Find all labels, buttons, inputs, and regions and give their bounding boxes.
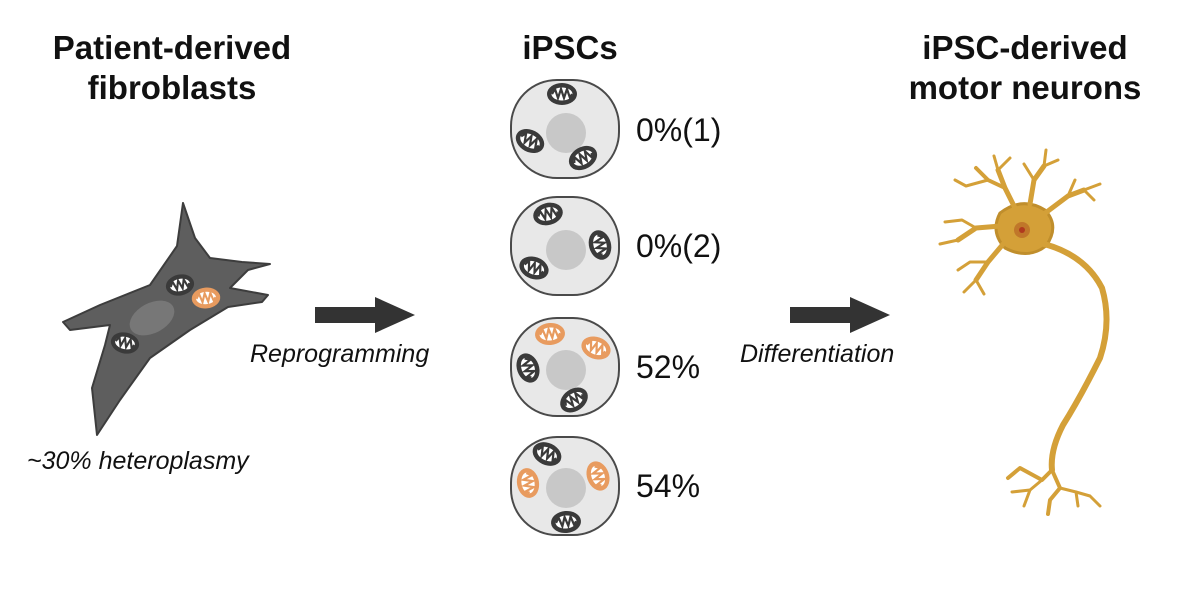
ipsc-1-percentage: 0%(1): [636, 112, 722, 148]
ipscs-title: iPSCs: [522, 29, 618, 66]
fibroblasts-title: Patient-derived fibroblasts: [38, 28, 306, 108]
heteroplasmy-caption: ~30% heteroplasmy: [27, 447, 249, 475]
fibroblast-cell-icon: [62, 202, 271, 436]
neurons-title: iPSC-derived motor neurons: [890, 28, 1160, 108]
ipsc-cell-icon: [510, 196, 620, 296]
differentiation-label: Differentiation: [740, 340, 895, 368]
ipsc-cell-icon: [510, 436, 620, 536]
neurons-title-line2: motor neurons: [908, 69, 1142, 106]
mitochondrion-icon: [545, 81, 579, 107]
ipsc-4-percentage: 54%: [636, 468, 701, 504]
fibroblasts-title-line1: Patient-derived: [52, 29, 292, 66]
arrow-right-icon: [790, 297, 890, 333]
motor-neuron-icon: [938, 148, 1110, 516]
neurons-title-line1: iPSC-derived: [922, 29, 1128, 66]
ipsc-cell-icon: [510, 317, 620, 419]
reprogramming-label: Reprogramming: [250, 340, 430, 368]
ipsc-cell-icon: [510, 79, 620, 179]
ipsc-2-percentage: 0%(2): [636, 228, 722, 264]
fibroblasts-title-line2: fibroblasts: [87, 69, 257, 106]
arrow-right-icon: [315, 297, 415, 333]
ipsc-3-percentage: 52%: [636, 349, 701, 385]
